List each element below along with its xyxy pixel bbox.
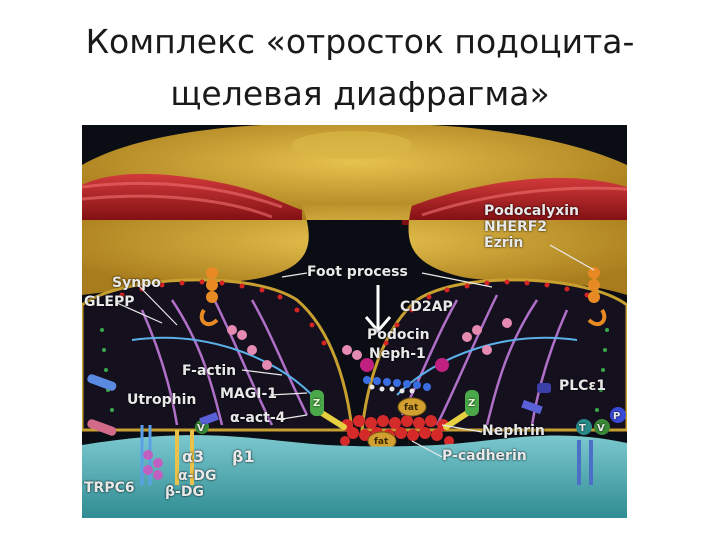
z-capsule-left [310,390,324,416]
label-fat-upper: fat [404,403,419,413]
label-p-badge: P [613,411,621,422]
label-cd2ap: CD2AP [400,299,453,315]
label-f-actin: F-actin [182,363,237,379]
label-trpc6: TRPC6 [84,480,135,496]
label-ezrin: Ezrin [484,235,524,251]
z-capsule-right [465,390,479,416]
diagram-illustration [80,123,629,518]
podocyte-slit-diaphragm-diagram: Podocalyxin NHERF2 Ezrin Synpo GLEPP Foo… [80,123,629,518]
fat-ellipse-upper [397,397,427,417]
label-utrophin: Utrophin [127,392,197,408]
label-z-right: Z [468,398,476,409]
label-p-cadherin: P-cadherin [442,448,527,464]
arrow-down [364,285,392,334]
label-v-left: V [197,423,205,434]
label-magi1: MAGI-1 [220,386,278,402]
label-alpha-act4: α-act-4 [230,410,286,426]
label-podocin: Podocin [367,327,430,343]
actin-filaments [140,294,569,426]
label-podocalyxin: Podocalyxin [484,203,579,219]
label-beta-dg: β-DG [165,484,204,500]
label-alpha3: α3 [182,447,205,466]
label-plce1: PLCε1 [559,378,606,394]
label-foot-process: Foot process [307,264,408,280]
label-z-left: Z [313,398,321,409]
label-v-badge: V [597,423,605,434]
neph1-chain [363,376,431,391]
foot-process-right [360,278,629,432]
label-nherf2: NHERF2 [484,219,548,235]
basement-membrane [82,435,627,518]
nephrin-cluster [340,415,454,446]
label-neph1: Neph-1 [369,346,426,362]
label-glepp: GLEPP [84,294,135,310]
label-beta1: β1 [232,447,255,466]
label-alpha-dg: α-DG [178,468,217,484]
label-synpo: Synpo [112,275,161,291]
slide-title-line-2: щелевая диафрагма» [170,74,550,113]
label-fat-lower: fat [374,437,389,447]
slide-title-line-1: Комплекс «отросток подоцита- [85,22,635,61]
label-t-badge: T [579,423,586,434]
label-nephrin: Nephrin [482,423,545,439]
